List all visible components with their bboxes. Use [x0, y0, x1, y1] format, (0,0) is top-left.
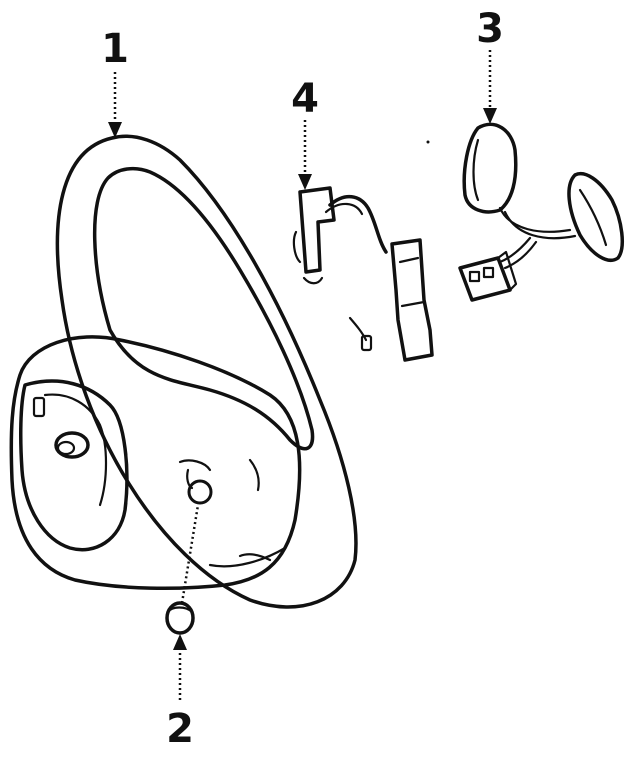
steering-wheel [9, 134, 358, 609]
arrowhead-4 [298, 174, 312, 190]
callout-3: 3 [476, 6, 504, 52]
arrowhead-3 [483, 108, 497, 124]
wiring-harness [292, 186, 434, 362]
callout-1: 1 [101, 26, 129, 72]
callout-2: 2 [166, 706, 194, 752]
arrowhead-2 [173, 634, 187, 650]
callout-4: 4 [291, 76, 319, 122]
stray-dot [426, 140, 430, 144]
cruise-switch-assembly [458, 122, 625, 302]
arrowhead-1 [108, 122, 122, 138]
plug-part [165, 601, 195, 635]
leader-lines [108, 50, 497, 700]
